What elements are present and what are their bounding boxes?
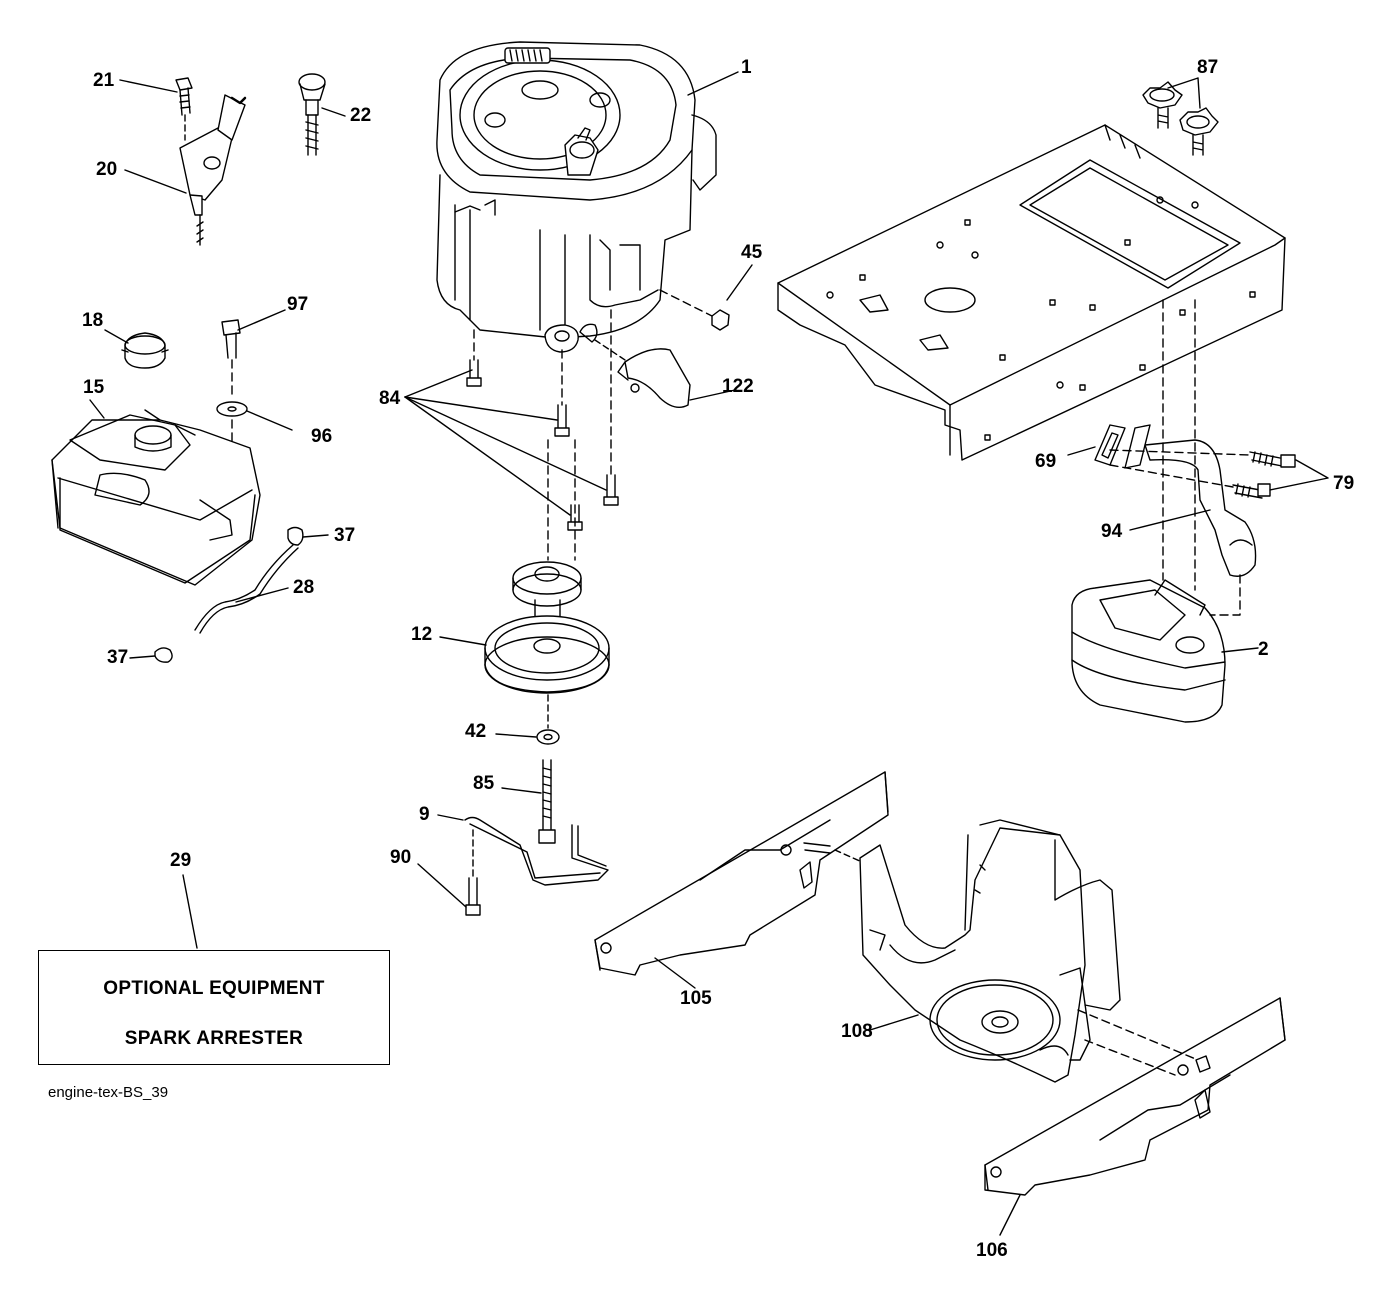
- bolts-79: [1109, 449, 1329, 499]
- callout-18: 18: [82, 310, 104, 331]
- engine-pulley-12: [439, 439, 610, 694]
- callout-2: 2: [1258, 639, 1269, 660]
- callout-21: 21: [93, 70, 115, 91]
- bolt-85: [501, 759, 556, 844]
- callout-42: 42: [465, 721, 487, 742]
- throttle-control-20: [124, 94, 247, 246]
- callout-90: 90: [390, 847, 412, 868]
- callout-79: 79: [1333, 473, 1355, 494]
- callout-15: 15: [83, 377, 105, 398]
- knobs-87: [1142, 77, 1219, 156]
- callout-105: 105: [680, 988, 712, 1009]
- callout-69: 69: [1035, 451, 1057, 472]
- heat-shield-122: [594, 339, 736, 408]
- callout-22: 22: [350, 105, 372, 126]
- callout-29: 29: [170, 850, 192, 871]
- callout-106: 106: [976, 1240, 1008, 1261]
- bolt-90: [417, 829, 481, 916]
- callout-97: 97: [287, 294, 309, 315]
- callout-85: 85: [473, 773, 495, 794]
- clamp-37b: [129, 647, 173, 663]
- washer-42: [536, 729, 560, 745]
- figure-code: engine-tex-BS_39: [48, 1084, 169, 1101]
- bolts-84: [404, 309, 619, 531]
- callout-20: 20: [96, 159, 118, 180]
- fuel-line-28: [194, 544, 299, 634]
- fuel-cap-18: [104, 329, 169, 369]
- side-plate-105: [594, 771, 889, 989]
- callout-37-upper: 37: [334, 525, 356, 546]
- callout-45: 45: [741, 242, 763, 263]
- choke-knob-22: [298, 73, 346, 156]
- side-plate-106: [984, 997, 1286, 1236]
- gasket-69: [1067, 424, 1126, 466]
- notice-line-1: OPTIONAL EQUIPMENT: [103, 978, 325, 999]
- muffler-2: [1071, 299, 1259, 723]
- callout-9: 9: [419, 804, 430, 825]
- optional-equipment-box: OPTIONAL EQUIPMENT SPARK ARRESTER: [38, 950, 390, 1065]
- nut-45: [659, 264, 753, 331]
- chassis-plate: [777, 124, 1286, 461]
- engine-guard-108: [859, 819, 1121, 1083]
- callout-94: 94: [1101, 521, 1123, 542]
- fuel-tank-15: [51, 399, 261, 586]
- callout-1: 1: [741, 57, 752, 78]
- leader-1: [687, 71, 739, 96]
- callout-122: 122: [722, 376, 754, 397]
- engine: [436, 41, 717, 353]
- washer-96: [216, 401, 293, 501]
- leader-29: [182, 874, 198, 949]
- callout-108: 108: [841, 1021, 873, 1042]
- callout-12: 12: [411, 624, 433, 645]
- callout-87: 87: [1197, 57, 1219, 78]
- screw-21: [119, 77, 193, 141]
- notice-line-2: SPARK ARRESTER: [124, 1028, 304, 1049]
- callout-28: 28: [293, 577, 315, 598]
- callout-37-lower: 37: [107, 647, 129, 668]
- bolt-97: [221, 309, 286, 396]
- callout-96: 96: [311, 426, 333, 447]
- callout-84: 84: [379, 388, 401, 409]
- exhaust-pipe-94: [1124, 424, 1257, 577]
- clamp-37a: [287, 526, 329, 546]
- throttle-rod-9: [437, 814, 609, 886]
